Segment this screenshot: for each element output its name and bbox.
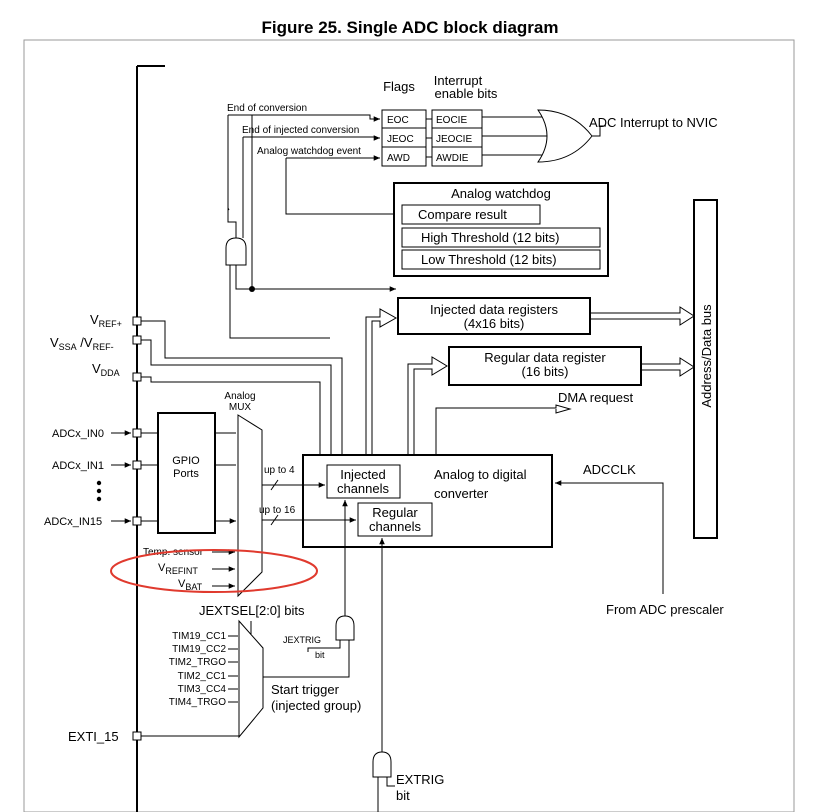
event-end-of-conversion: End of conversion [227,103,307,114]
regular-channels-label-2: channels [369,519,422,534]
svg-text:VSSA /VREF-: VSSA /VREF- [50,335,114,352]
label-up-to-16: up to 16 [259,505,296,516]
gpio-ports-block: GPIO Ports [157,412,216,534]
enable-eocie: EOCIE [436,115,467,126]
extrig-label-1: EXTRIG [396,772,444,787]
irq-output-label: ADC Interrupt to NVIC [589,115,718,130]
label-up-to-4: up to 4 [264,465,295,476]
gpio-label-1: GPIO [172,455,200,467]
wire-vref-plus [141,320,343,455]
adc-converter-block: Analog to digital converter Injected cha… [302,454,553,548]
event-watchdog: Analog watchdog event [257,146,361,157]
regular-data-register: Regular data register (16 bits) [448,346,642,386]
extrig-label-2: bit [396,788,410,803]
adcclk-label: ADCCLK [583,462,636,477]
trigger-mux [238,619,264,739]
input-pins [111,428,158,526]
wire-eoc [228,114,380,122]
regular-register-label-2: (16 bits) [522,364,569,379]
wire-dma [435,404,572,455]
chip-boundary [136,65,165,812]
src-tim2-cc1: TIM2_CC1 [178,671,227,682]
injected-channels-label-2: channels [337,481,390,496]
injected-data-registers: Injected data registers (4x16 bits) [397,297,591,335]
enable-jeocie: JEOCIE [436,134,472,145]
wire-vssa [141,339,332,455]
pin-vssa-vref-minus: VSSA /VREF- [50,335,142,352]
label-adc-in0: ADCx_IN0 [52,428,104,440]
pin-vdda: VDDA [92,361,142,382]
trigger-sources: TIM19_CC1 TIM19_CC2 TIM2_TRGO TIM2_CC1 T… [169,631,238,708]
bus-label: Address/Data bus [699,304,714,408]
label-adc-in15: ADCx_IN15 [44,516,102,528]
flag-jeoc: JEOC [387,134,414,145]
src-tim3-cc4: TIM3_CC4 [178,684,227,695]
jextrig-label-1: JEXTRIG [283,635,321,645]
analog-watchdog-block: Analog watchdog Compare result High Thre… [393,182,609,277]
dma-label: DMA request [558,390,634,405]
regular-channels-label-1: Regular [372,505,418,520]
injected-registers-label-2: (4x16 bits) [464,316,525,331]
flag-eoc: EOC [387,115,409,126]
enable-awdie: AWDIE [436,153,469,164]
event-end-of-injected: End of injected conversion [242,125,359,136]
src-tim2-trgo: TIM2_TRGO [169,657,226,668]
regular-register-label-1: Regular data register [484,350,606,365]
interrupt-header-1: Interrupt [434,73,483,88]
irq-wires [482,116,552,156]
flags-register: EOC JEOC AWD [381,109,427,167]
src-tim19-cc1: TIM19_CC1 [172,631,226,642]
injected-channels-box [326,464,401,499]
interrupt-header-2: enable bits [435,86,498,101]
highlight-internal-channels [110,549,318,593]
watchdog-title: Analog watchdog [451,186,551,201]
svg-text:VREFINT: VREFINT [158,562,198,576]
arrow-adc-to-regular [407,356,448,455]
mux-label-1: Analog [224,391,255,402]
extrig-and-gate [372,751,392,778]
src-tim4-trgo: TIM4_TRGO [169,697,226,708]
watchdog-low-threshold: Low Threshold (12 bits) [421,252,557,267]
wire-jeoc [243,135,380,141]
wire-vdda [141,376,321,455]
adc-label-2: converter [434,486,489,501]
interrupt-enable-register: EOCIE JEOCIE AWDIE [431,109,483,167]
regular-channels-box [357,502,433,537]
svg-text:VBAT: VBAT [178,578,203,592]
arrow-regular-to-bus [641,357,695,377]
arrow-injected-to-bus [590,306,695,326]
figure-title: Figure 25. Single ADC block diagram [262,18,559,37]
wire-watchdog-event [285,158,394,215]
figure-frame [23,39,795,812]
pin-exti15 [132,731,142,741]
adc-label-1: Analog to digital [434,467,527,482]
label-exti15: EXTI_15 [68,729,119,744]
address-data-bus: Address/Data bus [693,199,718,539]
start-trigger-label-2: (injected group) [271,698,361,713]
gpio-label-2: Ports [173,468,199,480]
svg-text:VREF+: VREF+ [90,312,122,329]
watchdog-compare: Compare result [418,207,507,222]
label-adc-in1: ADCx_IN1 [52,460,104,472]
prescaler-label: From ADC prescaler [606,602,724,617]
flags-header: Flags [383,79,415,94]
wire-adcclk [555,480,664,594]
injected-registers-label-1: Injected data registers [430,302,558,317]
event-and-gate [225,237,247,266]
pin-vref-plus: VREF+ [90,312,142,329]
src-tim19-cc2: TIM19_CC2 [172,644,226,655]
start-trigger-label-1: Start trigger [271,682,340,697]
jextrig-label-2: bit [315,650,325,660]
jextrig-and-gate [335,615,355,641]
injected-channels-label-1: Injected [340,467,386,482]
irq-or-gate [537,109,593,163]
mux-label-2: MUX [229,402,252,413]
svg-text:VDDA: VDDA [92,361,120,378]
jextsel-label: JEXTSEL[2:0] bits [199,603,305,618]
flag-awd: AWD [387,153,410,164]
watchdog-high-threshold: High Threshold (12 bits) [421,230,560,245]
arrow-adc-to-injected [365,308,398,455]
